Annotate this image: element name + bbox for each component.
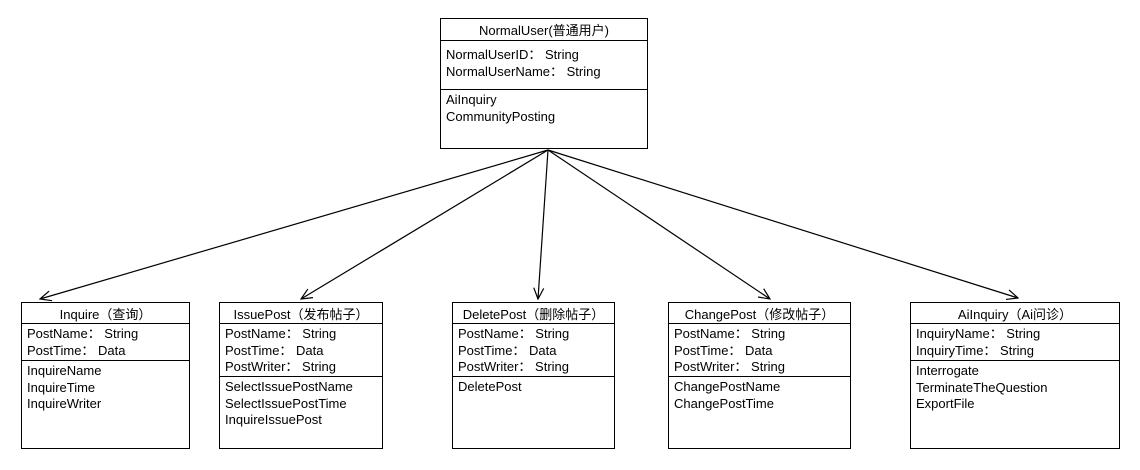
class-box-deletepost: DeletePost（删除帖子） PostName： String PostTi… xyxy=(452,302,615,449)
class-title: AiInquiry（Ai问诊） xyxy=(911,303,1119,324)
class-attributes: NormalUserID： String NormalUserName： Str… xyxy=(441,41,647,90)
class-box-aiinquiry: AiInquiry（Ai问诊） InquiryName： String Inqu… xyxy=(910,302,1120,449)
class-box-inquire: Inquire（查询） PostName： String PostTime： D… xyxy=(21,302,190,449)
arrow-normaluser-to-changepost xyxy=(547,149,770,299)
class-methods: AiInquiry CommunityPosting xyxy=(446,92,556,124)
arrow-normaluser-to-inquire xyxy=(40,149,549,299)
class-box-changepost: ChangePost（修改帖子） PostName： String PostTi… xyxy=(668,302,851,449)
class-attributes: PostName： String PostTime： Data PostWrit… xyxy=(453,324,614,377)
class-methods: DeletePost xyxy=(458,379,522,394)
class-attributes: PostName： String PostTime： Data PostWrit… xyxy=(669,324,850,377)
class-box-issuepost: IssuePost（发布帖子） PostName： String PostTim… xyxy=(219,302,383,449)
class-methods: Interrogate TerminateTheQuestion ExportF… xyxy=(916,363,1048,411)
arrow-normaluser-to-deletepost xyxy=(538,149,549,299)
class-methods: SelectIssuePostName SelectIssuePostTime … xyxy=(225,379,353,427)
class-title: DeletePost（删除帖子） xyxy=(453,303,614,324)
class-title: NormalUser(普通用户) xyxy=(441,19,647,41)
class-methods: ChangePostName ChangePostTime xyxy=(674,379,781,411)
class-attributes: PostName： String PostTime： Data xyxy=(22,324,189,361)
class-box-normaluser: NormalUser(普通用户) NormalUserID： String No… xyxy=(440,18,648,149)
class-methods: InquireName InquireTime InquireWriter xyxy=(27,363,102,411)
class-attributes: PostName： String PostTime： Data PostWrit… xyxy=(220,324,382,377)
class-title: ChangePost（修改帖子） xyxy=(669,303,850,324)
class-title: Inquire（查询） xyxy=(22,303,189,324)
arrow-normaluser-to-issuepost xyxy=(301,149,549,299)
arrow-normaluser-to-aiinquiry xyxy=(547,149,1018,298)
class-title: IssuePost（发布帖子） xyxy=(220,303,382,324)
class-attributes: InquiryName： String InquiryTime： String xyxy=(911,324,1119,361)
